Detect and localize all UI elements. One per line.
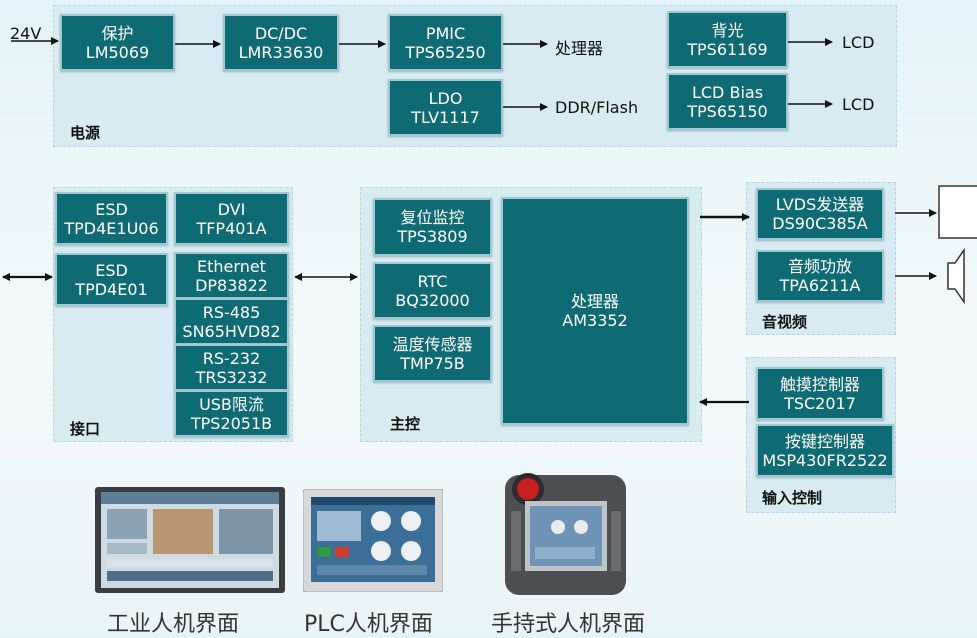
block-part: TPD4E1U06 xyxy=(64,218,159,238)
interface-group-label: 接口 xyxy=(70,420,101,438)
block-part: DP83822 xyxy=(195,275,268,295)
block-part: TLV1117 xyxy=(411,107,480,127)
industrial-hmi-image xyxy=(95,487,285,593)
block-part: SN65HVD82 xyxy=(182,321,281,341)
block-title: ESD xyxy=(95,260,128,280)
plc-hmi-image xyxy=(303,489,443,592)
block-title: RTC xyxy=(417,271,448,291)
block-part: TPS65150 xyxy=(687,101,768,121)
block-part: TPS61169 xyxy=(687,39,768,59)
block-rtc: RTC BQ32000 xyxy=(373,262,492,319)
block-reset-monitor: 复位监控 TPS3809 xyxy=(373,198,492,256)
block-part: LM5069 xyxy=(85,42,150,62)
block-esd-2: ESD TPD4E01 xyxy=(55,253,168,306)
block-part: AM3352 xyxy=(562,311,628,330)
av-group-label: 音视频 xyxy=(762,313,808,331)
block-title: RS-232 xyxy=(202,348,261,368)
block-part: TSC2017 xyxy=(784,393,856,413)
block-title: 音频功放 xyxy=(787,257,852,276)
block-key-controller: 按键控制器 MSP430FR2522 xyxy=(756,424,894,477)
block-ldo: LDO TLV1117 xyxy=(388,79,503,136)
block-title: LDO xyxy=(428,88,463,108)
input-control-group-label: 输入控制 xyxy=(762,489,823,507)
block-temp-sensor: 温度传感器 TMP75B xyxy=(373,325,492,382)
block-title: 背光 xyxy=(711,20,744,40)
block-title: Ethernet xyxy=(197,256,266,276)
block-touch-controller: 触摸控制器 TSC2017 xyxy=(756,367,884,420)
block-title: 温度传感器 xyxy=(392,334,473,354)
block-title: RS-485 xyxy=(202,302,261,322)
block-title: 保护 xyxy=(101,23,134,43)
input-24v-label: 24V xyxy=(10,24,42,43)
block-part: DS90C385A xyxy=(772,214,868,233)
block-dcdc: DC/DC LMR33630 xyxy=(223,14,339,71)
handheld-hmi-image xyxy=(505,473,626,595)
power-group-label: 电源 xyxy=(70,124,101,142)
block-part: TMP75B xyxy=(400,353,465,373)
block-title: 处理器 xyxy=(570,292,619,311)
block-esd-1: ESD TPD4E1U06 xyxy=(55,192,168,245)
block-part: TRS3232 xyxy=(195,367,268,387)
block-part: TFP401A xyxy=(196,218,267,238)
caption-handheld-hmi: 手持式人机界面 xyxy=(491,612,646,637)
block-part: MSP430FR2522 xyxy=(762,450,888,470)
block-processor: 处理器 AM3352 xyxy=(501,197,689,425)
output-lcdbias-label: LCD xyxy=(842,95,875,114)
block-rs232: RS-232 TRS3232 xyxy=(174,344,289,391)
block-backlight: 背光 TPS61169 xyxy=(667,11,788,68)
block-part: TPD4E01 xyxy=(75,279,148,299)
output-pmic-label: 处理器 xyxy=(555,39,604,58)
block-title: 按键控制器 xyxy=(784,431,865,451)
block-part: TPS3809 xyxy=(397,227,468,246)
block-lcdbias: LCD Bias TPS65150 xyxy=(667,73,788,130)
block-title: DC/DC xyxy=(254,23,308,43)
block-title: LVDS发送器 xyxy=(775,195,865,214)
output-backlight-label: LCD xyxy=(842,33,875,52)
block-protect: 保护 LM5069 xyxy=(60,14,175,71)
block-title: 触摸控制器 xyxy=(779,374,860,394)
block-rs485: RS-485 SN65HVD82 xyxy=(174,298,289,345)
block-part: BQ32000 xyxy=(395,290,470,310)
block-audio-amp: 音频功放 TPA6211A xyxy=(756,250,884,302)
block-part: TPS2051B xyxy=(190,413,273,433)
block-part: TPA6211A xyxy=(779,276,861,295)
block-dvi: DVI TFP401A xyxy=(174,192,289,245)
block-title: USB限流 xyxy=(199,394,264,414)
block-part: TPS65250 xyxy=(405,42,486,62)
block-lvds: LVDS发送器 DS90C385A xyxy=(756,188,884,240)
output-ldo-label: DDR/Flash xyxy=(555,98,639,117)
caption-plc-hmi: PLC人机界面 xyxy=(304,612,433,637)
block-part: LMR33630 xyxy=(238,42,324,62)
main-control-group-label: 主控 xyxy=(390,415,421,433)
caption-industrial-hmi: 工业人机界面 xyxy=(107,612,240,637)
speaker-icon xyxy=(947,247,965,305)
block-pmic: PMIC TPS65250 xyxy=(388,14,503,71)
block-title: PMIC xyxy=(425,23,466,43)
block-ethernet: Ethernet DP83822 xyxy=(174,252,289,299)
block-title: 复位监控 xyxy=(400,208,465,227)
block-title: ESD xyxy=(95,199,128,219)
block-title: DVI xyxy=(217,199,246,219)
block-title: LCD Bias xyxy=(691,82,764,102)
display-icon xyxy=(938,185,977,239)
block-usb: USB限流 TPS2051B xyxy=(174,390,289,437)
